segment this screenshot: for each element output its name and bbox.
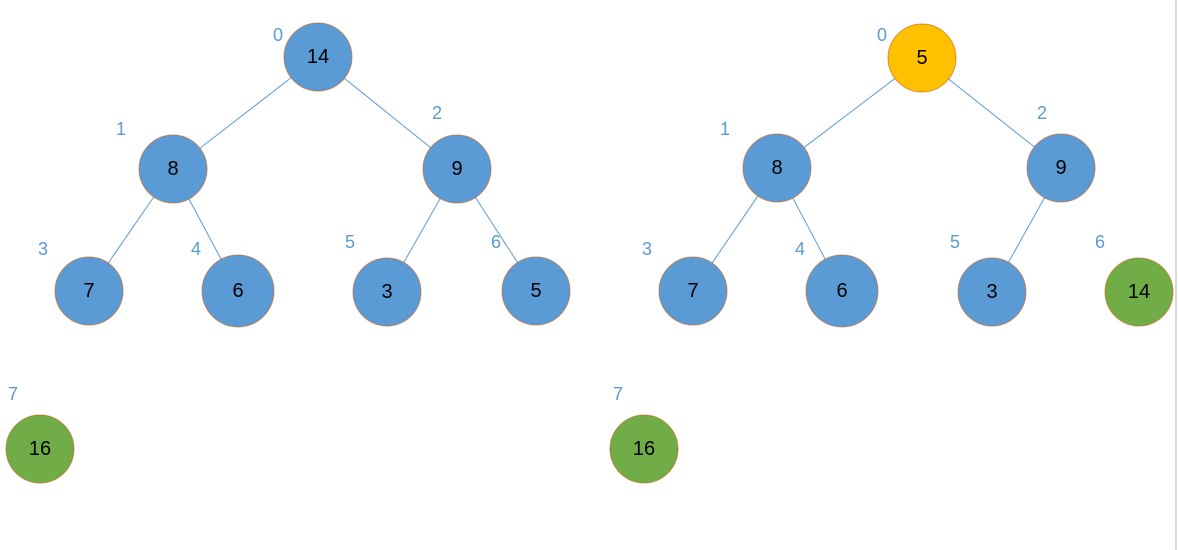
heap-node: 35: [950, 232, 1027, 327]
node-index-label: 4: [795, 239, 805, 259]
node-index-label: 5: [950, 232, 960, 252]
node-circle: [422, 134, 492, 204]
node-value: 9: [1055, 157, 1066, 179]
node-circle: [609, 414, 679, 484]
node-value: 14: [1128, 281, 1150, 303]
node-circle: [283, 22, 353, 92]
node-circle: [805, 254, 879, 328]
node-value: 3: [381, 281, 392, 303]
node-circle: [138, 134, 208, 204]
tree-edge: [475, 197, 518, 263]
tree-edge: [803, 78, 896, 148]
heap-node: 14 0: [273, 22, 353, 92]
node-circle: [201, 254, 275, 328]
heap-node: 81: [720, 119, 812, 203]
node-value: 6: [232, 280, 243, 302]
tree-edge: [188, 198, 222, 260]
tree-edge: [403, 198, 441, 263]
node-circle: [742, 133, 812, 203]
node-value: 16: [633, 438, 655, 460]
heap-node: 73: [38, 239, 124, 326]
heap-node: 56: [491, 232, 571, 326]
node-index-label: 7: [613, 384, 623, 404]
node-index-label: 2: [432, 103, 442, 123]
node-value: 7: [687, 280, 698, 302]
node-index-label: 7: [8, 384, 18, 404]
heap-node: 35: [345, 232, 422, 327]
node-index-label: 3: [642, 239, 652, 259]
node-value: 3: [986, 281, 997, 303]
heap-node: 16 7: [609, 384, 679, 484]
node-circle: [957, 257, 1027, 327]
tree-edge: [1008, 197, 1045, 263]
node-index-label: 1: [116, 119, 126, 139]
tree-edge: [107, 196, 155, 264]
node-circle: [658, 256, 728, 326]
node-index-label: 0: [273, 25, 283, 45]
node-value: 8: [771, 157, 782, 179]
heap-node: 14 6: [1095, 232, 1174, 327]
node-value: 5: [916, 47, 927, 69]
tree-edge: [948, 78, 1035, 148]
tree-edge: [711, 195, 759, 264]
node-circle: [352, 257, 422, 327]
node-circle: [1104, 257, 1174, 327]
node-value: 14: [307, 46, 329, 68]
heap-node: 92: [1026, 103, 1096, 203]
node-index-label: 0: [877, 25, 887, 45]
node-index-label: 4: [191, 239, 201, 259]
node-circle: [501, 256, 571, 326]
heap-node: 92: [422, 103, 492, 204]
node-value: 7: [83, 280, 94, 302]
node-circle: [54, 256, 124, 326]
heap-node: 64: [795, 239, 879, 328]
tree-edge: [792, 197, 826, 260]
tree-edge: [344, 77, 431, 149]
node-index-label: 2: [1037, 103, 1047, 123]
heap-node: 81: [116, 119, 208, 204]
heap-node: 16 7: [5, 384, 75, 484]
node-value: 6: [836, 280, 847, 302]
node-index-label: 6: [491, 232, 501, 252]
heap-node: 50: [877, 23, 957, 93]
node-value: 9: [451, 158, 462, 180]
heap-node: 64: [191, 239, 275, 328]
heap-node: 73: [642, 239, 728, 326]
node-value: 16: [29, 438, 51, 460]
node-circle: [1026, 133, 1096, 203]
node-value: 8: [167, 158, 178, 180]
node-index-label: 3: [38, 239, 48, 259]
node-index-label: 6: [1095, 232, 1105, 252]
node-circle: [887, 23, 957, 93]
tree-edge: [199, 77, 292, 149]
node-value: 5: [530, 280, 541, 302]
node-index-label: 1: [720, 119, 730, 139]
node-index-label: 5: [345, 232, 355, 252]
node-circle: [5, 414, 75, 484]
